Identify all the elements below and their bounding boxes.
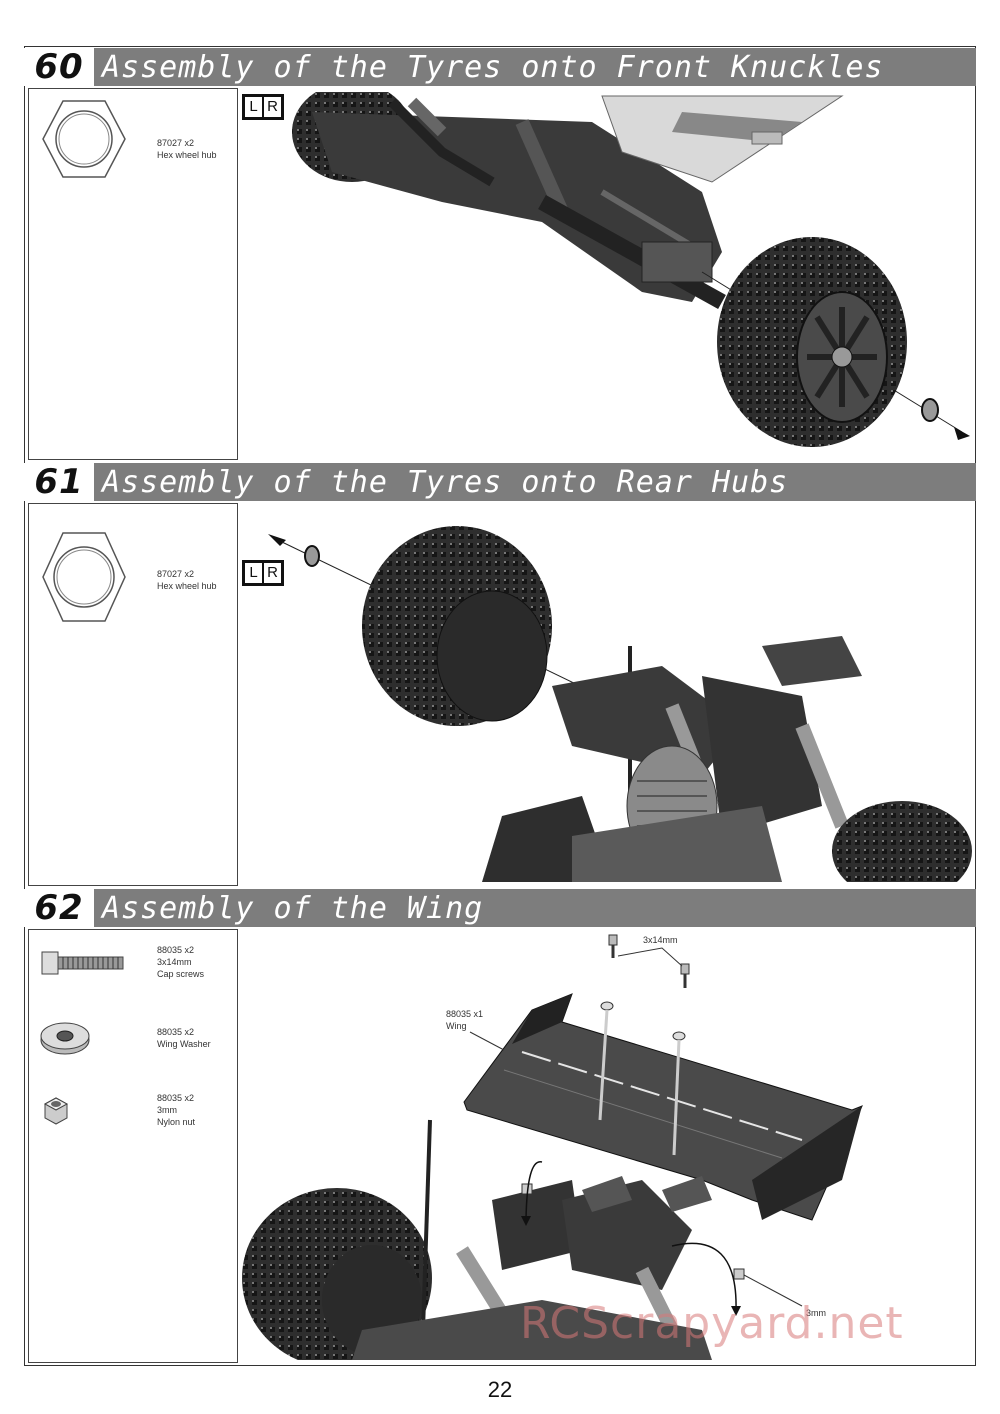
hex-wheel-hub-icon	[42, 100, 126, 178]
page-number: 22	[487, 1377, 513, 1402]
hex-wheel-hub-nut-icon	[304, 545, 320, 567]
section-header-62: 62 Assembly of the Wing	[24, 888, 976, 928]
part-code: 87027 x2	[157, 138, 195, 148]
step-number-box: 62	[24, 888, 94, 928]
section-header-61: 61 Assembly of the Tyres onto Rear Hubs	[24, 462, 976, 502]
hex-wheel-hub-nut-icon	[921, 398, 939, 422]
section-title: Assembly of the Wing	[102, 891, 484, 926]
step-number: 60	[34, 47, 84, 87]
page-frame	[24, 46, 976, 1366]
section-title: Assembly of the Tyres onto Front Knuckle…	[102, 50, 884, 85]
badge-right: R	[264, 97, 281, 117]
leader-line	[617, 947, 683, 967]
left-right-badge: L R	[242, 560, 284, 586]
leader-line	[469, 1031, 505, 1051]
wing-washer-icon	[672, 1031, 686, 1041]
wing-washer-icon	[600, 1001, 614, 1011]
part-label: 87027 x2 Hex wheel hub	[157, 568, 217, 592]
cap-screw-icon	[608, 934, 690, 988]
step-number-box: 61	[24, 462, 94, 502]
cap-screw-icon	[41, 951, 124, 975]
screw-callout: 3x14mm	[643, 935, 678, 945]
badge-left: L	[245, 97, 262, 117]
parts-panel-61: 87027 x2 Hex wheel hub	[28, 503, 238, 886]
left-right-badge: L R	[242, 94, 284, 120]
step-number: 61	[34, 462, 84, 502]
wing-name: Wing	[446, 1021, 467, 1031]
front-chassis	[292, 92, 844, 309]
mount-screw-shaft	[598, 1009, 609, 1121]
arrow-icon	[731, 1306, 741, 1316]
part-label: 87027 x2 Hex wheel hub	[157, 137, 217, 161]
section-title: Assembly of the Tyres onto Rear Hubs	[102, 465, 789, 500]
part-size: 3mm	[157, 1105, 177, 1115]
step-number: 62	[34, 888, 84, 928]
part-name: Hex wheel hub	[157, 150, 217, 160]
front-tyre	[717, 237, 907, 447]
part-code: 88035 x2	[157, 1093, 195, 1103]
rear-wing	[463, 993, 863, 1221]
part-code: 88035 x2	[157, 945, 195, 955]
part-code: 88035 x2	[157, 1027, 195, 1037]
arrow-icon	[268, 534, 286, 546]
arrow-icon	[521, 1216, 531, 1226]
badge-right: R	[264, 563, 281, 583]
part-name: Wing Washer	[157, 1039, 211, 1049]
parts-panel-60: 87027 x2 Hex wheel hub	[28, 88, 238, 460]
rear-chassis	[482, 636, 972, 882]
part-size: 3x14mm	[157, 957, 192, 967]
part-label: 88035 x2 Wing Washer	[157, 1026, 211, 1050]
part-name: Nylon nut	[157, 1117, 196, 1127]
part-name: Cap screws	[157, 969, 205, 979]
rear-chassis-wing-mount	[242, 1119, 712, 1360]
watermark: RCScrapyard.net	[520, 1298, 904, 1349]
wing-callout: 88035 x1 Wing	[446, 1008, 483, 1032]
part-code: 87027 x2	[157, 569, 195, 579]
section-header-60: 60 Assembly of the Tyres onto Front Knuc…	[24, 47, 976, 87]
hex-wheel-hub-icon	[42, 532, 126, 622]
part-label: 88035 x2 3x14mm Cap screws	[157, 944, 204, 980]
arrow-icon	[954, 427, 970, 440]
rear-tyre-assembly-diagram	[268, 526, 972, 882]
wing-code: 88035 x1	[446, 1009, 484, 1019]
nylon-nut-icon	[43, 1097, 69, 1125]
rear-tyre	[362, 526, 552, 726]
arrow-line	[525, 1161, 543, 1221]
part-label: 88035 x2 3mm Nylon nut	[157, 1092, 195, 1128]
arrow-line	[671, 1242, 737, 1311]
leader-line	[743, 1274, 803, 1307]
badge-left: L	[245, 563, 262, 583]
wing-washer-icon	[40, 1022, 90, 1055]
part-name: Hex wheel hub	[157, 581, 217, 591]
parts-panel-62: 88035 x2 3x14mm Cap screws 88035 x2 Wing…	[28, 929, 238, 1363]
mount-screw-shaft	[672, 1039, 681, 1156]
step-number-box: 60	[24, 47, 94, 87]
wing-assembly-diagram	[242, 934, 863, 1360]
front-tyre-assembly-diagram	[292, 92, 970, 447]
nut-callout: 3mm	[806, 1308, 826, 1318]
